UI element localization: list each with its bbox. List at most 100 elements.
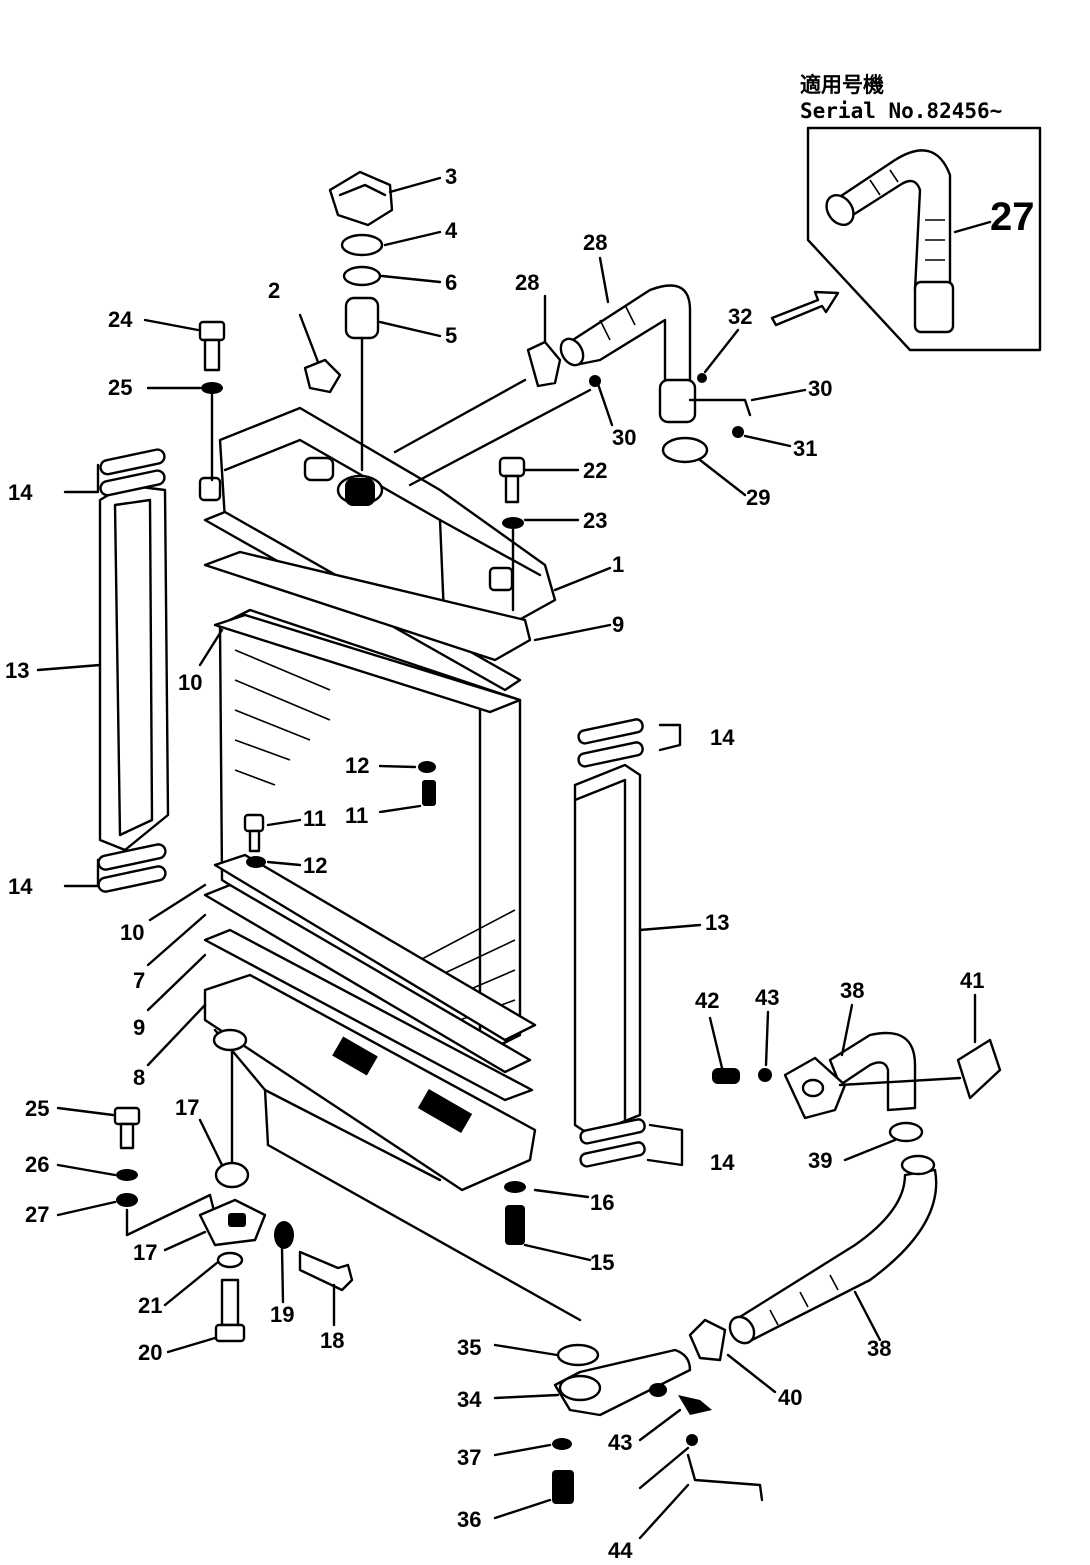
clamp-28-a: [526, 340, 562, 388]
inset-frame: [806, 126, 1042, 352]
callout-17-top: 23: [583, 508, 607, 533]
bolt-11-a: [422, 780, 436, 806]
callout-24-top: 24: [108, 307, 133, 332]
leader-inset-27: [953, 220, 992, 234]
gasket-7: [203, 883, 532, 1074]
washer-12-b: [246, 856, 266, 868]
callout-15: 22: [583, 458, 607, 483]
bolt-11-b-shank: [248, 829, 261, 853]
bolt-30-b: [732, 426, 744, 438]
bolt-16: [505, 1205, 525, 1245]
callout-13-right: 13: [705, 910, 729, 935]
cushion-19: [214, 1161, 250, 1189]
gasket-33: [556, 1343, 600, 1367]
callout-4: 4: [445, 218, 458, 243]
callout-20: 18: [320, 1328, 344, 1353]
washer-17-a: [502, 517, 524, 529]
callout-9-top: 9: [612, 612, 624, 637]
callout-30-right: 31: [793, 436, 817, 461]
callout-16: 15: [590, 1250, 614, 1275]
callout-14-bottom-right: 14: [710, 1150, 735, 1175]
washer-41: [758, 1068, 772, 1082]
washer-12-a: [418, 761, 436, 773]
upper-hose-27: [559, 284, 697, 424]
clamp-38-b: [688, 1318, 727, 1362]
callout-12-a: 12: [345, 753, 369, 778]
callout-38-top: 39: [808, 1148, 832, 1173]
pipe-37: [783, 1031, 917, 1120]
clamp-38-a: [888, 1121, 924, 1143]
gasket-4: [340, 233, 384, 257]
bracket-43: [686, 1453, 764, 1502]
callout-30-left: 30: [612, 425, 636, 450]
callout-13-left: 13: [5, 658, 29, 683]
gasket-9-bottom: [203, 928, 534, 1102]
bolt-34: [552, 1470, 574, 1504]
callout-27: 28: [583, 230, 607, 255]
washer-23: [216, 1251, 244, 1269]
callout-37: 38: [840, 978, 864, 1003]
plate-2: [303, 358, 342, 394]
nut-21: [274, 1221, 294, 1249]
callout-38-bottom: 40: [778, 1385, 802, 1410]
bolt-11-b: [243, 813, 265, 833]
bolt-22-head: [214, 1323, 246, 1343]
side-plate-right: [573, 763, 642, 1137]
callout-22: 20: [138, 1340, 162, 1365]
callout-43: 44: [608, 1538, 633, 1563]
side-plate-left: [98, 483, 170, 852]
washer-25: [201, 382, 223, 394]
bolt-42: [678, 1395, 712, 1415]
callout-14-top-right: 14: [710, 725, 735, 750]
callout-11-a: 11: [345, 803, 368, 828]
bracket-18-hole: [228, 1213, 246, 1227]
callout-33: 35: [457, 1335, 481, 1360]
callout-2: 2: [268, 278, 280, 303]
callout-14-top-left: 14: [8, 480, 33, 505]
lower-tank: [203, 973, 537, 1192]
callout-8: 8: [133, 1065, 145, 1090]
callouts: 3 4 6 5 2 24 25 14 13 10 1 9 12 11 11 12…: [5, 164, 984, 1563]
callout-12-b: 12: [303, 853, 327, 878]
bolt-24-b-shank: [119, 1122, 135, 1150]
callout-41: 43: [755, 985, 779, 1010]
bracket-29: [688, 398, 752, 417]
clip-31: [697, 373, 707, 383]
callout-3: 3: [445, 164, 457, 189]
gasket-39: [956, 1038, 1002, 1100]
washer-17-b: [504, 1181, 526, 1193]
washer-25-b: [116, 1169, 138, 1181]
callout-11-b: 11: [303, 806, 326, 831]
callout-32: 34: [457, 1387, 482, 1412]
washer-44: [686, 1434, 698, 1446]
inset-hose-27: [825, 149, 955, 334]
callout-36: 38: [867, 1336, 891, 1361]
callout-1: 1: [612, 552, 624, 577]
callout-9-bottom: 9: [133, 1015, 145, 1040]
inset-callout-27: 27: [990, 195, 1035, 239]
callout-7: 7: [133, 968, 145, 993]
callout-34: 36: [457, 1507, 481, 1532]
callout-28-top: 28: [515, 270, 539, 295]
callout-40: 42: [695, 988, 719, 1013]
axis-28: [393, 378, 527, 454]
bolt-22-shank: [220, 1278, 240, 1327]
callout-29: 30: [808, 376, 832, 401]
serial-note-line2: Serial No.82456~: [800, 99, 1002, 123]
callout-42: 43: [608, 1430, 632, 1455]
callout-21: 19: [270, 1302, 294, 1327]
callout-17-bottom: 16: [590, 1190, 614, 1215]
callout-10-bottom: 10: [120, 920, 144, 945]
callout-10-top: 10: [178, 670, 202, 695]
brackets-14: [97, 448, 646, 1168]
callout-31: 32: [728, 304, 752, 329]
plug-pipe: [649, 1383, 667, 1397]
callout-18: 17: [133, 1240, 157, 1265]
callout-25-bottom: 26: [25, 1152, 49, 1177]
axis-drain: [266, 1143, 582, 1322]
axis-30: [408, 388, 592, 487]
bolt-24-b-head: [113, 1106, 141, 1126]
gasket-6: [342, 265, 382, 287]
